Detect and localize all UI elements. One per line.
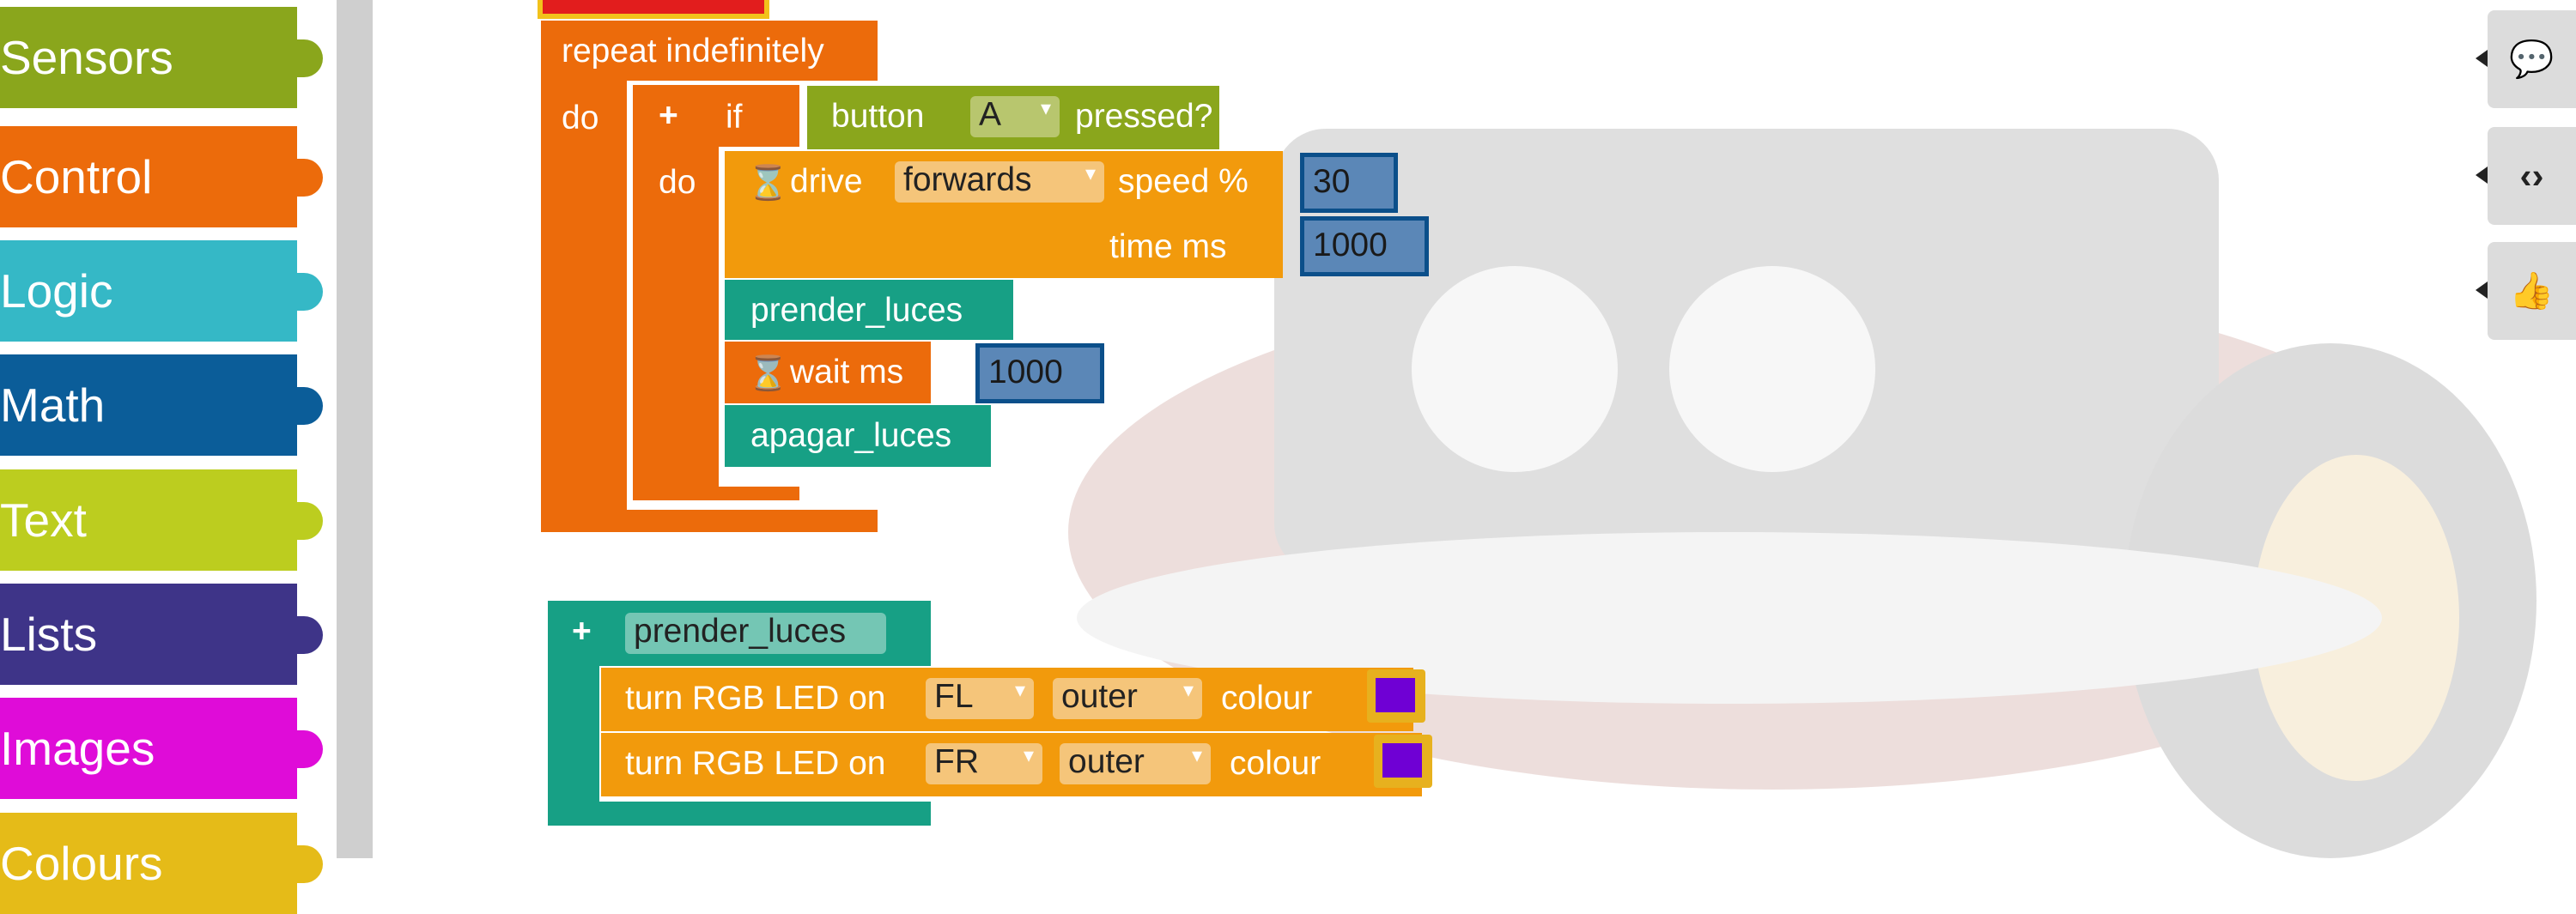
dropdown-arrow-icon: ▾ (1023, 744, 1034, 767)
speed-label: speed % (1118, 163, 1249, 200)
led-ring-select[interactable]: outer ▾ (1060, 743, 1211, 784)
category-sensors[interactable]: Sensors (0, 7, 323, 108)
category-label: Control (0, 150, 153, 203)
toolbox: Sensors Control Logic Math Text Lists Im… (0, 0, 378, 914)
do-label: do (562, 100, 599, 136)
hourglass-icon: ⌛ (747, 355, 789, 392)
led-ring-value: outer (1068, 743, 1145, 780)
call-label: apagar_luces (750, 417, 952, 454)
category-images[interactable]: Images (0, 698, 323, 799)
function-name-field[interactable]: prender_luces (625, 613, 886, 654)
led-position-value: FR (934, 743, 979, 780)
repeat-label: repeat indefinitely (562, 33, 824, 70)
colour-label: colour (1230, 745, 1321, 782)
mutator-plus-icon[interactable]: + (659, 97, 678, 134)
drive-block[interactable]: ⌛ drive forwards ▾ speed % time ms (725, 151, 1283, 278)
category-math[interactable]: Math (0, 354, 323, 456)
category-label: Logic (0, 264, 113, 318)
dropdown-arrow-icon: ▾ (1191, 744, 1202, 767)
time-input[interactable]: 1000 (1300, 216, 1429, 276)
hourglass-icon: ⌛ (747, 165, 789, 202)
category-label: Images (0, 722, 155, 775)
led-position-select[interactable]: FL ▾ (926, 678, 1034, 719)
category-control[interactable]: Control (0, 126, 323, 227)
category-label: Sensors (0, 31, 173, 84)
feedback-icon[interactable]: 👍 (2476, 242, 2576, 340)
wait-input[interactable]: 1000 (975, 343, 1104, 403)
drive-label: drive (790, 163, 863, 200)
wait-label: wait ms (790, 354, 904, 390)
call-label: prender_luces (750, 292, 963, 329)
workspace[interactable]: repeat indefinitely do + if do button A … (373, 0, 2576, 858)
category-colours[interactable]: Colours (0, 813, 323, 914)
button-value: A (979, 96, 1002, 133)
call-prender-luces-block[interactable]: prender_luces (725, 280, 1013, 340)
if-label: if (726, 99, 743, 136)
category-label: Lists (0, 608, 98, 661)
speed-input[interactable]: 30 (1300, 153, 1398, 213)
led-position-value: FL (934, 678, 974, 715)
rgb-led-block-1[interactable]: turn RGB LED on FL ▾ outer ▾ colour (601, 668, 1413, 731)
led-position-select[interactable]: FR ▾ (926, 743, 1042, 784)
led-label: turn RGB LED on (625, 680, 886, 717)
colour-label: colour (1221, 680, 1313, 717)
category-label: Colours (0, 837, 163, 890)
rgb-led-block-2[interactable]: turn RGB LED on FR ▾ outer ▾ colour (601, 733, 1422, 796)
dropdown-arrow-icon: ▾ (1182, 679, 1194, 702)
category-label: Text (0, 493, 87, 547)
code-icon[interactable]: ‹› (2476, 127, 2576, 225)
do-label: do (659, 164, 696, 201)
comment-icon[interactable]: 💬 (2476, 10, 2576, 108)
led-ring-select[interactable]: outer ▾ (1053, 678, 1202, 719)
direction-value: forwards (903, 161, 1032, 198)
category-lists[interactable]: Lists (0, 584, 323, 685)
toolbox-scrollbar[interactable] (337, 0, 373, 858)
dropdown-arrow-icon: ▾ (1084, 162, 1096, 185)
mutator-plus-icon[interactable]: + (572, 613, 592, 650)
pressed-label: pressed? (1075, 98, 1213, 135)
dropdown-arrow-icon: ▾ (1014, 679, 1025, 702)
dropdown-arrow-icon: ▾ (1040, 97, 1051, 120)
direction-select[interactable]: forwards ▾ (895, 161, 1104, 203)
button-label: button (831, 98, 925, 135)
category-logic[interactable]: Logic (0, 240, 323, 342)
category-text[interactable]: Text (0, 469, 323, 571)
colour-picker-1[interactable] (1367, 669, 1425, 723)
wait-block[interactable]: ⌛ wait ms (725, 342, 931, 403)
time-label: time ms (1109, 228, 1227, 265)
category-label: Math (0, 378, 106, 432)
function-name: prender_luces (634, 613, 847, 650)
led-label: turn RGB LED on (625, 745, 886, 782)
led-ring-value: outer (1061, 678, 1138, 715)
button-select[interactable]: A ▾ (970, 96, 1060, 137)
event-hat-block[interactable] (538, 0, 769, 19)
button-pressed-sensor-block[interactable]: button A ▾ pressed? (807, 86, 1219, 149)
colour-picker-2[interactable] (1374, 735, 1432, 788)
call-apagar-luces-block[interactable]: apagar_luces (725, 405, 991, 467)
